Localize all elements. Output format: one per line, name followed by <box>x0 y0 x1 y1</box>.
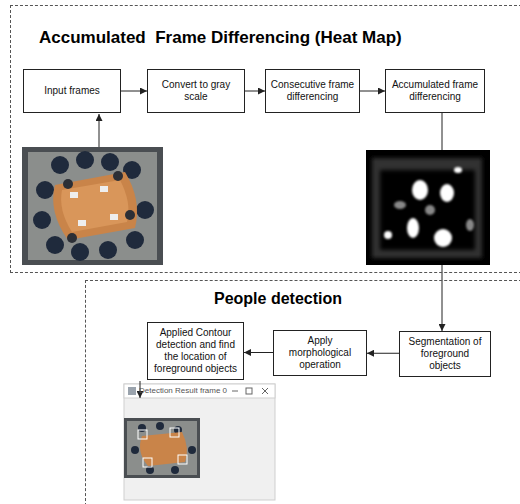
dashed-region: Accumulated Frame Differencing (Heat Map… <box>10 5 520 273</box>
window-title: Detection Result frame 0 <box>139 386 227 395</box>
region-heading: Accumulated Frame Differencing (Heat Map… <box>39 28 402 48</box>
box-text: Accumulated frame differencing <box>390 79 480 103</box>
process-box: Consecutive frame differencing <box>265 69 360 113</box>
flow-arrow <box>244 352 273 353</box>
process-box: Input frames <box>23 69 121 113</box>
box-text: Input frames <box>44 85 100 97</box>
flow-arrow <box>245 91 265 92</box>
region-heading: People detection <box>214 290 342 308</box>
box-text: Apply morphological operation <box>278 335 362 371</box>
process-box: Apply morphological operation <box>273 330 367 376</box>
box-text: Consecutive frame differencing <box>270 79 355 103</box>
meeting-photo <box>22 147 163 265</box>
process-box: Applied Contour detection and find the l… <box>147 322 244 380</box>
box-text: Segmentation of foreground objects <box>404 336 486 372</box>
flow-arrow <box>360 91 385 92</box>
box-text: Convert to gray scale <box>152 79 240 103</box>
process-box: Accumulated frame differencing <box>385 69 485 113</box>
flow-arrow <box>367 353 399 354</box>
process-box: Segmentation of foreground objects <box>399 331 491 377</box>
flow-arrow <box>121 91 147 92</box>
result-window <box>124 384 275 500</box>
input-arrow <box>99 114 100 147</box>
heat-map-image <box>366 150 490 265</box>
box-text: Applied Contour detection and find the l… <box>152 327 239 375</box>
process-box: Convert to gray scale <box>147 69 245 113</box>
